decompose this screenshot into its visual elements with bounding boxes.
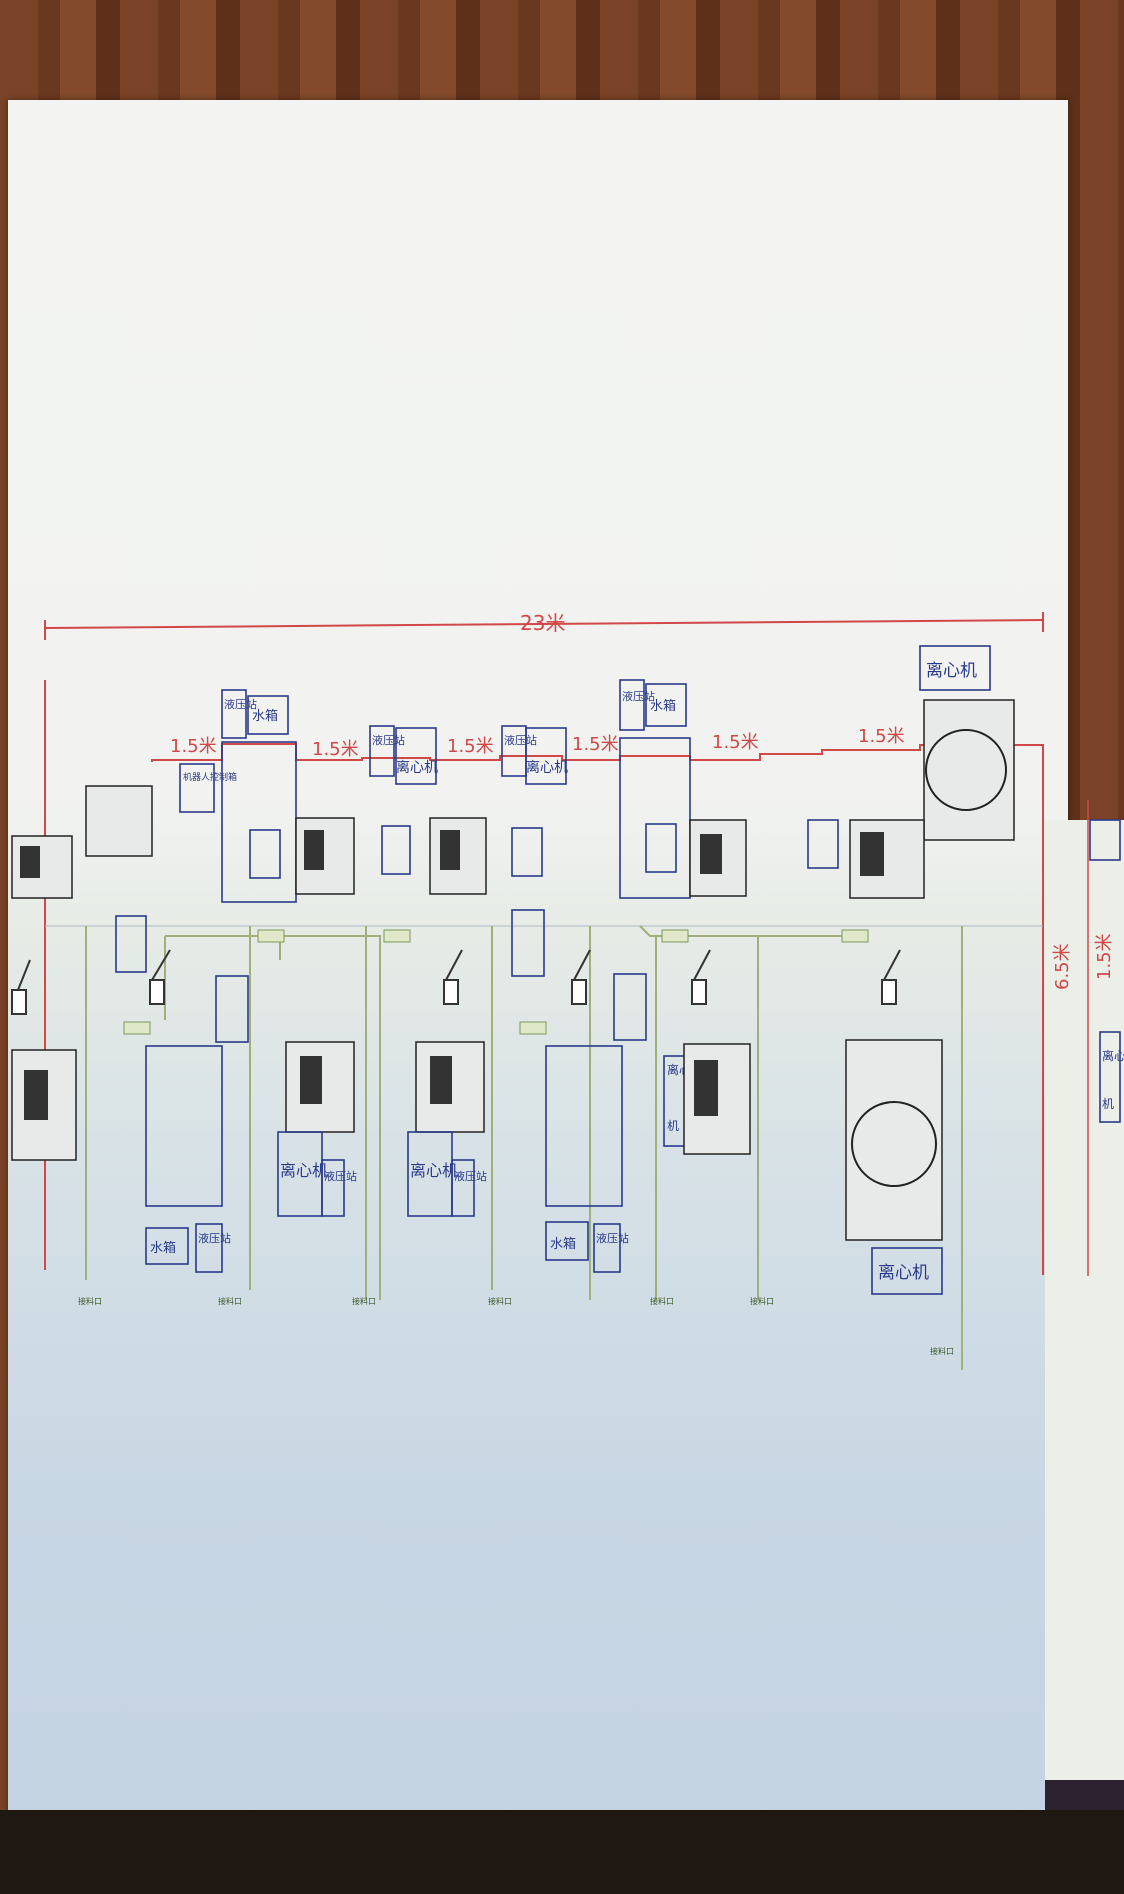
svg-text:1.5米: 1.5米 bbox=[1094, 933, 1115, 980]
svg-text:液压站: 液压站 bbox=[454, 1169, 487, 1183]
svg-text:水箱: 水箱 bbox=[252, 708, 278, 724]
top-row-labels: 液压站 水箱 液压站 离心机 液压站 离心机 液压站 水箱 离心机 bbox=[221, 645, 991, 785]
top-machines bbox=[11, 699, 1015, 899]
gap-label-4: 1.5米 bbox=[572, 734, 619, 755]
svg-text:机器人控制箱: 机器人控制箱 bbox=[183, 771, 237, 783]
svg-text:接料口: 接料口 bbox=[650, 1296, 674, 1306]
svg-text:水箱: 水箱 bbox=[150, 1240, 176, 1256]
svg-text:接料口: 接料口 bbox=[352, 1296, 376, 1306]
gap-label-1: 1.5米 bbox=[170, 736, 217, 757]
svg-text:接料口: 接料口 bbox=[488, 1296, 512, 1306]
svg-text:液压站: 液压站 bbox=[372, 733, 405, 747]
robot-control-boxes-top: 机器人控制箱 bbox=[179, 763, 1121, 879]
svg-text:水箱: 水箱 bbox=[650, 698, 676, 714]
svg-text:离心机: 离心机 bbox=[410, 1161, 458, 1180]
platform-2 bbox=[619, 737, 691, 899]
gap-label-2: 1.5米 bbox=[312, 739, 359, 760]
svg-text:液压站: 液压站 bbox=[596, 1231, 629, 1245]
lower-platform-1 bbox=[145, 1045, 223, 1207]
robot-arms bbox=[11, 949, 901, 1015]
svg-text:液压站: 液压站 bbox=[504, 733, 537, 747]
middle-row-boxes: 离心 机 bbox=[115, 909, 691, 1147]
svg-text:液压站: 液压站 bbox=[198, 1231, 231, 1245]
svg-text:6.5米: 6.5米 bbox=[1052, 943, 1073, 990]
svg-text:接料口: 接料口 bbox=[78, 1296, 102, 1306]
lower-labels: 离心机 液压站 离心机 液压站 水箱 液压站 水箱 液压站 离心机 bbox=[145, 1131, 943, 1295]
right-dimensions: 6.5米 1.5米 离心 机 bbox=[1052, 800, 1124, 1276]
total-length-label: 23米 bbox=[520, 611, 565, 635]
lower-machines bbox=[11, 1039, 943, 1241]
svg-text:机: 机 bbox=[1102, 1097, 1114, 1111]
bottom-shadow bbox=[0, 1810, 1124, 1894]
svg-text:液压站: 液压站 bbox=[324, 1169, 357, 1183]
pipes bbox=[85, 925, 963, 1370]
svg-text:离心机: 离心机 bbox=[526, 759, 568, 776]
svg-text:接料口: 接料口 bbox=[750, 1296, 774, 1306]
svg-text:离心: 离心 bbox=[1102, 1048, 1124, 1063]
gap-label-6: 1.5米 bbox=[858, 726, 905, 747]
svg-text:离心机: 离心机 bbox=[280, 1161, 328, 1180]
svg-text:水箱: 水箱 bbox=[550, 1236, 576, 1252]
svg-text:机: 机 bbox=[667, 1119, 679, 1133]
centrifuge-top-right-label: 离心机 bbox=[926, 661, 977, 681]
svg-text:离心机: 离心机 bbox=[396, 759, 438, 776]
gap-label-5: 1.5米 bbox=[712, 732, 759, 753]
total-dimension: 23米 bbox=[44, 611, 1044, 640]
svg-text:接料口: 接料口 bbox=[218, 1296, 242, 1306]
paper-edge-right bbox=[1045, 820, 1124, 1780]
svg-text:接料口: 接料口 bbox=[930, 1346, 954, 1356]
lower-platform-2 bbox=[545, 1045, 623, 1207]
green-tags: 接料口 接料口 接料口 接料口 接料口 接料口 接料口 bbox=[78, 929, 954, 1356]
centrifuge-bottom-right-label: 离心机 bbox=[878, 1263, 929, 1283]
gap-label-3: 1.5米 bbox=[447, 736, 494, 757]
